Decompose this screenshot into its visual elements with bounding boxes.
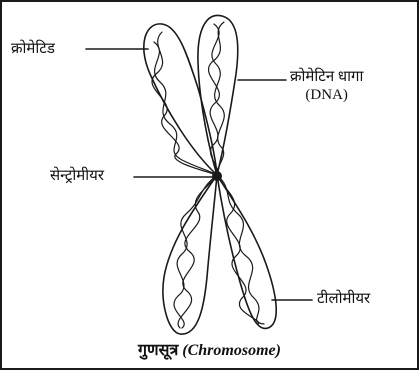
chromatid-arm-upper-left [144,24,217,175]
chromatid-arm-lower-left [163,175,217,334]
label-chromatin-thread: क्रोमेटिन धागा (DNA) [290,68,363,104]
label-chromatid: क्रोमेटिड [11,40,55,58]
chromatid-arm-lower-right [217,175,276,328]
label-chromatin-line1: क्रोमेटिन धागा [290,68,363,86]
chromatin-thread-upper-left-b [152,32,217,175]
chromatin-thread-lower-left-a [174,175,217,328]
caption-hindi: गुणसूत्र [138,342,178,359]
chromatin-thread-lower-right-b [217,175,259,324]
label-telomere: टीलोमीयर [317,290,370,308]
figure-caption: गुणसूत्र (Chromosome) [2,338,417,360]
label-centromere: सेन्ट्रोमीयर [50,167,104,185]
label-chromatin-line2: (DNA) [290,86,363,104]
caption-english: (Chromosome) [182,342,281,359]
chromatin-thread-upper-left-a [154,42,217,175]
centromere-knot [212,171,222,181]
